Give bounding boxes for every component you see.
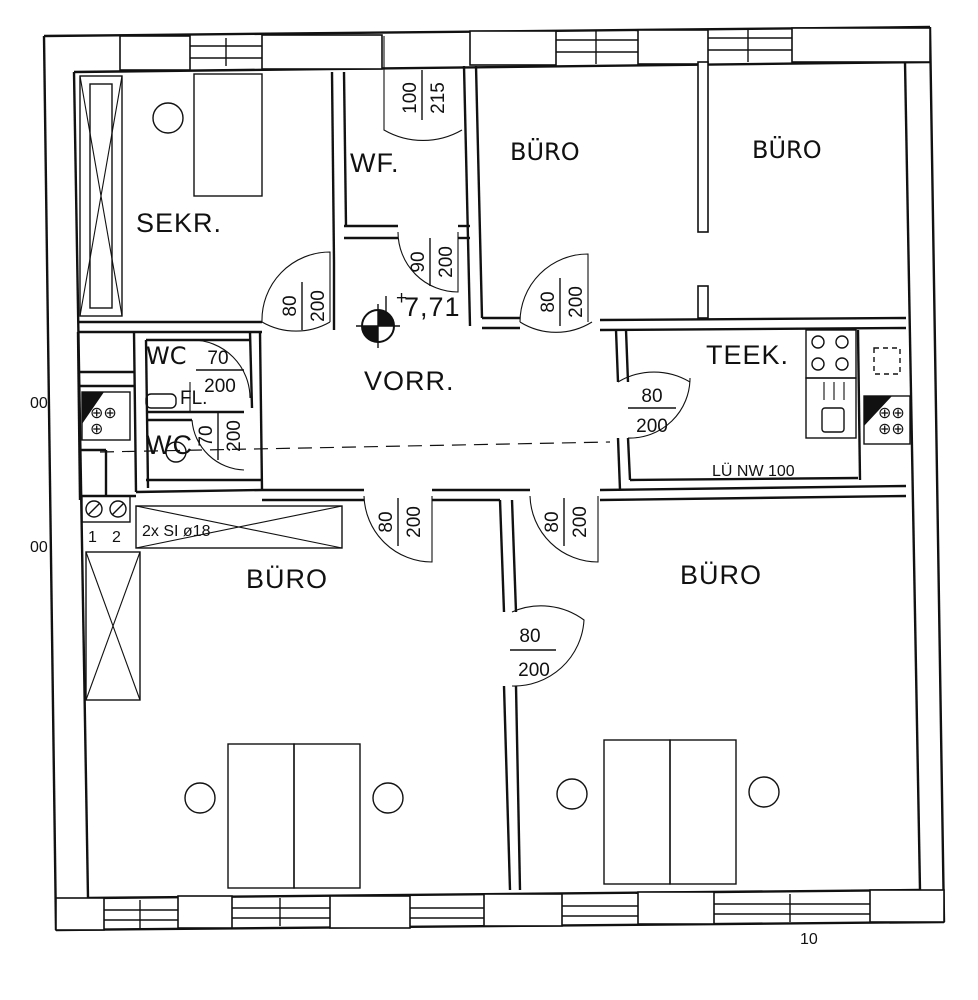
door-dim-buero-top: 80 200 xyxy=(538,278,587,326)
room-label-wf: WF. xyxy=(350,148,400,178)
door-swings xyxy=(191,36,691,687)
room-label-buero-bottom-right: BÜRO xyxy=(680,560,762,590)
door-dim-wf-vorr: 90 200 xyxy=(408,238,457,286)
svg-text:200: 200 xyxy=(204,376,236,397)
interior-walls xyxy=(76,61,907,891)
svg-text:80: 80 xyxy=(538,291,559,312)
door-dim-buero-connect: 80 200 xyxy=(510,626,556,681)
furniture xyxy=(79,73,901,889)
svg-text:200: 200 xyxy=(570,506,591,538)
room-label-buero-bottom-left: BÜRO xyxy=(246,564,328,594)
room-label-fl: FL. xyxy=(180,388,207,409)
door-dim-buero-bl: 80 200 xyxy=(376,498,425,546)
edge-fragment-bottom: 10 xyxy=(800,931,818,948)
meter-label-2: 2 xyxy=(112,529,121,546)
door-dim-fl: 70 200 xyxy=(196,412,245,460)
svg-text:200: 200 xyxy=(224,420,245,452)
room-labels: SEKR. WF. BÜRO BÜRO WC FL. WC VORR. TEEK… xyxy=(136,135,822,594)
room-label-vorr: VORR. xyxy=(364,366,455,396)
edge-fragment-left-upper: 00 xyxy=(30,395,48,412)
svg-text:⊕⊕: ⊕⊕ xyxy=(878,405,905,422)
misc-labels: LÜ NW 100 2x SI ø18 1 2 00 00 10 xyxy=(30,395,818,948)
svg-text:90: 90 xyxy=(408,251,429,272)
edge-fragment-left-lower: 00 xyxy=(30,539,48,556)
meter-label-1: 1 xyxy=(88,529,97,546)
svg-text:200: 200 xyxy=(436,246,457,278)
room-label-wc-lower: WC xyxy=(146,430,193,460)
svg-text:⊕⊕: ⊕⊕ xyxy=(90,405,117,422)
door-dimensions: 100 215 90 200 80 200 80 200 70 200 xyxy=(196,70,676,681)
svg-text:200: 200 xyxy=(518,660,550,681)
svg-text:70: 70 xyxy=(207,348,228,369)
room-label-sekr: SEKR. xyxy=(136,208,222,238)
svg-text:+: + xyxy=(396,288,407,309)
svg-text:⊕⊕: ⊕⊕ xyxy=(878,421,905,438)
svg-text:100: 100 xyxy=(400,82,421,114)
svg-text:⊕: ⊕ xyxy=(90,421,103,438)
door-dim-teek: 80 200 xyxy=(628,386,676,437)
svg-text:80: 80 xyxy=(519,626,540,647)
windows-top xyxy=(119,27,931,71)
windows-bottom xyxy=(55,889,945,931)
svg-text:215: 215 xyxy=(428,82,449,114)
room-label-buero-top-left: BÜRO xyxy=(510,137,580,166)
shaft-label: 2x SI ø18 xyxy=(142,523,211,540)
ceiling-dashed-line xyxy=(99,441,611,453)
svg-text:80: 80 xyxy=(542,511,563,532)
svg-text:80: 80 xyxy=(280,295,301,316)
level-marker: + 7,71 xyxy=(356,288,461,348)
level-value: 7,71 xyxy=(404,292,461,322)
svg-text:70: 70 xyxy=(196,425,217,446)
svg-text:200: 200 xyxy=(636,416,668,437)
svg-text:80: 80 xyxy=(376,511,397,532)
door-dim-sekr: 80 200 xyxy=(280,282,329,330)
room-label-wc-upper: WC xyxy=(146,342,187,370)
room-label-teek: TEEK. xyxy=(706,340,789,370)
svg-text:80: 80 xyxy=(641,386,662,407)
door-dim-wf: 100 215 xyxy=(400,70,449,120)
svg-text:200: 200 xyxy=(404,506,425,538)
svg-text:200: 200 xyxy=(566,286,587,318)
door-dim-buero-br: 80 200 xyxy=(542,498,591,546)
door-dim-wc: 70 200 xyxy=(196,348,244,397)
electrical-panels: ⊕⊕ ⊕ ⊕⊕ ⊕⊕ xyxy=(81,391,911,523)
room-label-buero-top-right: BÜRO xyxy=(752,135,822,164)
svg-text:200: 200 xyxy=(308,290,329,322)
ventilation-label: LÜ NW 100 xyxy=(712,462,795,480)
